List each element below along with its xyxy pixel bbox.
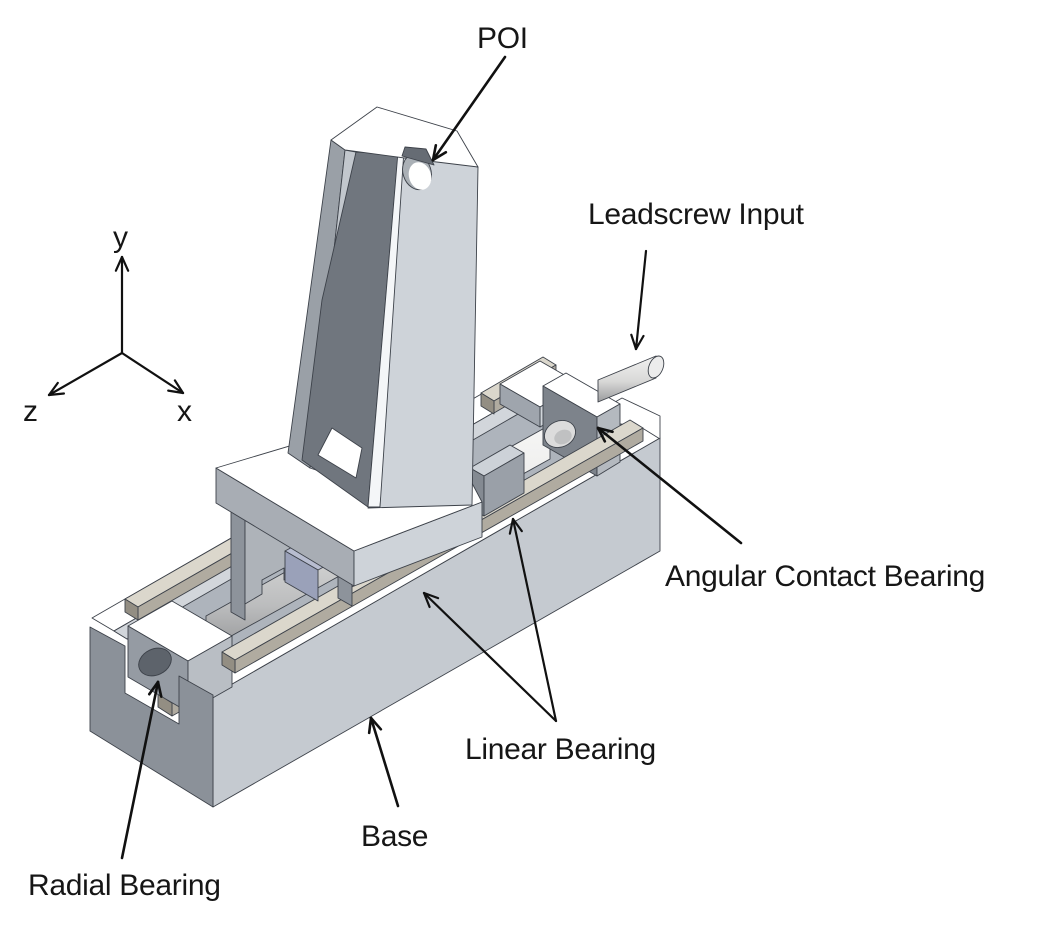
- z-axis-label: z: [23, 395, 38, 428]
- base-arrow: [367, 716, 400, 808]
- poi-arrow: [431, 55, 507, 162]
- annotation-arrows: [120, 55, 743, 860]
- linear-bearing-arrow-2: [508, 517, 558, 723]
- arrow-line: [634, 249, 648, 351]
- arrow-line: [422, 591, 558, 723]
- poi-label: POI: [477, 22, 528, 55]
- arrow-line: [367, 716, 373, 735]
- arrow-line: [120, 351, 185, 395]
- arrow-line: [147, 680, 160, 696]
- radial-bearing-arrow: [120, 680, 163, 860]
- arrow-line: [431, 143, 438, 162]
- arrow-line: [120, 255, 130, 272]
- y-axis-arrow: [114, 255, 130, 355]
- tower-fork: [287, 106, 479, 509]
- leadscrew-input-arrow: [630, 249, 648, 351]
- arrow-line: [508, 517, 515, 535]
- arrow-line: [511, 517, 558, 723]
- arrow-line: [173, 379, 185, 395]
- arrow-line: [47, 392, 66, 397]
- arrow-line: [630, 333, 638, 351]
- leadscrew-input-shaft: [597, 355, 665, 403]
- leadscrew-input-label: Leadscrew Input: [588, 198, 805, 231]
- annotation-labels: POI Leadscrew Input Angular Contact Bear…: [28, 22, 985, 902]
- linear-bearing-arrow-1: [422, 591, 558, 723]
- linear-bearing-label: Linear Bearing: [465, 733, 656, 766]
- radial-bearing-label: Radial Bearing: [28, 869, 221, 902]
- arrow-line: [120, 680, 160, 860]
- angular-contact-bearing-arrow: [596, 426, 743, 545]
- base-label: Base: [361, 820, 428, 853]
- arrow-line: [634, 334, 645, 351]
- z-axis-arrow: [47, 351, 124, 397]
- arrow-line: [156, 680, 163, 698]
- arrow-line: [47, 381, 59, 397]
- x-axis-label: x: [177, 395, 192, 428]
- x-axis-arrow: [120, 351, 185, 395]
- arrow-line: [167, 389, 185, 395]
- poi-hole: [401, 146, 435, 191]
- arrow-line: [511, 517, 523, 533]
- arrow-line: [596, 426, 607, 443]
- radial-bearing-bore: [138, 647, 172, 677]
- arrow-line: [596, 426, 743, 545]
- arrow-line: [114, 255, 124, 272]
- arrow-line: [431, 150, 448, 162]
- fork-slot-window: [317, 427, 363, 479]
- arrow-line: [47, 351, 124, 397]
- arrow-line: [369, 716, 383, 731]
- arrow-line: [596, 426, 614, 434]
- angular-contact-bearing-label: Angular Contact Bearing: [665, 560, 985, 593]
- arrow-line: [431, 55, 507, 162]
- arrow-line: [422, 591, 431, 609]
- axis-triad: y x z: [23, 221, 192, 428]
- fork-top-cap: [330, 106, 479, 168]
- y-axis-label: y: [113, 221, 128, 254]
- arrow-line: [369, 716, 400, 808]
- arrow-line: [422, 591, 440, 600]
